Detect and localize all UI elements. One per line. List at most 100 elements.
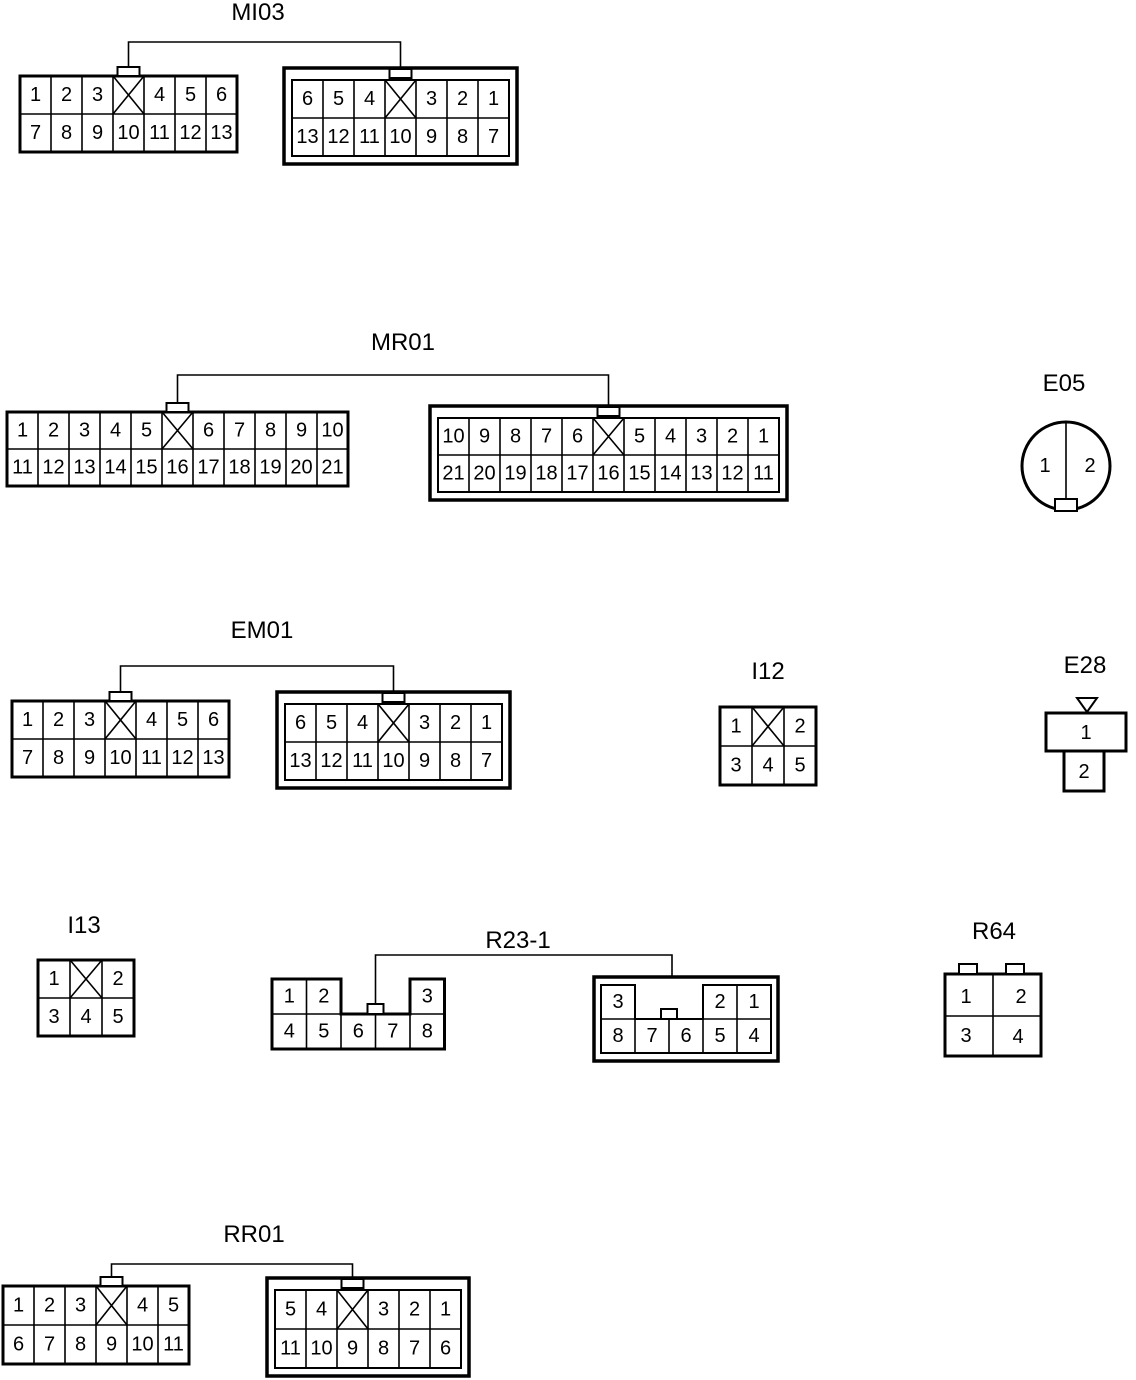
pairing-line	[176, 374, 610, 406]
pin-number: 4	[284, 1021, 295, 1043]
pin-number: 1	[440, 1299, 451, 1321]
pin-number: 4	[748, 1025, 759, 1047]
pin-number: 10	[131, 1334, 153, 1356]
pin-number: 9	[479, 426, 490, 448]
connector-e28: E28 1 2	[1044, 652, 1128, 793]
pin-number: 10	[109, 747, 131, 769]
pin-number: 12	[171, 747, 193, 769]
female-housing	[592, 975, 780, 1063]
connector-label: I12	[751, 658, 784, 685]
pin-number: 11	[149, 122, 170, 144]
pin-number: 3	[48, 1006, 59, 1028]
female-housing	[275, 690, 512, 790]
pin-number: 5	[318, 1021, 329, 1043]
pin-number: 12	[327, 126, 349, 148]
pin-number: 9	[347, 1338, 358, 1360]
pin-number: 11	[352, 750, 373, 772]
pin-number: 4	[665, 426, 676, 448]
pin-number: 13	[73, 457, 95, 479]
pin-number: 1	[748, 991, 759, 1013]
lock-tab	[108, 691, 133, 702]
pin-number: 7	[481, 750, 492, 772]
pin-number: 11	[12, 457, 33, 479]
connector-label: R64	[972, 918, 1016, 945]
pin-number: 4	[364, 88, 375, 110]
pin-number: 11	[141, 747, 162, 769]
pin-number: 13	[289, 750, 311, 772]
connector-label: E05	[1043, 370, 1086, 397]
lock-tab	[958, 963, 978, 975]
pin-number: 3	[419, 712, 430, 734]
pin-number: 10	[310, 1338, 332, 1360]
pin-number: 7	[22, 747, 33, 769]
pin-number: 5	[714, 1025, 725, 1047]
pin-number: 3	[696, 426, 707, 448]
connector-label: E28	[1064, 652, 1107, 679]
lock-tab	[366, 1003, 385, 1015]
pin-number: 2	[714, 991, 725, 1013]
pin-number: 15	[628, 463, 650, 485]
pin-number: 8	[450, 750, 461, 772]
pin-number: 1	[758, 426, 769, 448]
pin-number: 5	[326, 712, 337, 734]
pin-number: 15	[135, 457, 157, 479]
lock-tab	[340, 1278, 365, 1289]
pin-number: 6	[353, 1021, 364, 1043]
pin-number: 4	[154, 84, 165, 106]
pin-number: 12	[179, 122, 201, 144]
pin-number: 5	[634, 426, 645, 448]
pin-number: 5	[285, 1299, 296, 1321]
pin-number: 3	[612, 991, 623, 1013]
pin-number: 2	[112, 968, 123, 990]
pin-number: 7	[541, 426, 552, 448]
pin-number: 19	[259, 457, 281, 479]
pin-number: 4	[110, 420, 121, 442]
pin-number: 8	[457, 126, 468, 148]
pin-number: 4	[146, 709, 157, 731]
pin-number: 4	[357, 712, 368, 734]
pin-number: 10	[442, 426, 464, 448]
lock-tab	[1054, 498, 1078, 512]
pin-number: 3	[422, 986, 433, 1008]
pin-number: 11	[753, 463, 774, 485]
pin-number: 2	[61, 84, 72, 106]
connector-label: RR01	[223, 1221, 284, 1248]
pin-number: 14	[659, 463, 681, 485]
pin-number: 1	[960, 986, 971, 1008]
pin-number: 7	[30, 122, 41, 144]
pin-number: 2	[1078, 761, 1089, 783]
pin-number: 9	[419, 750, 430, 772]
pin-number: 13	[690, 463, 712, 485]
pin-number: 8	[75, 1334, 86, 1356]
pin-number: 11	[280, 1338, 301, 1360]
pin-number: 20	[473, 463, 495, 485]
pin-number: 1	[1080, 722, 1091, 744]
pin-number: 5	[333, 88, 344, 110]
pin-number: 8	[510, 426, 521, 448]
pin-number: 1	[17, 420, 28, 442]
pin-number: 6	[295, 712, 306, 734]
blank-pin-mark	[384, 79, 417, 119]
pin-number: 11	[359, 126, 380, 148]
lock-triangle	[1075, 697, 1099, 714]
pin-number: 3	[84, 709, 95, 731]
pin-number: 9	[426, 126, 437, 148]
pin-number: 1	[730, 716, 741, 738]
pin-number: 4	[762, 755, 773, 777]
pin-number: 12	[721, 463, 743, 485]
pin-number: 2	[318, 986, 329, 1008]
pin-number: 9	[106, 1334, 117, 1356]
pin-number: 6	[208, 709, 219, 731]
blank-pin-mark	[592, 417, 625, 456]
pin-number: 10	[117, 122, 139, 144]
lock-tab	[165, 402, 190, 413]
pin-number: 6	[216, 84, 227, 106]
pin-number: 3	[426, 88, 437, 110]
pairing-line	[119, 665, 395, 692]
